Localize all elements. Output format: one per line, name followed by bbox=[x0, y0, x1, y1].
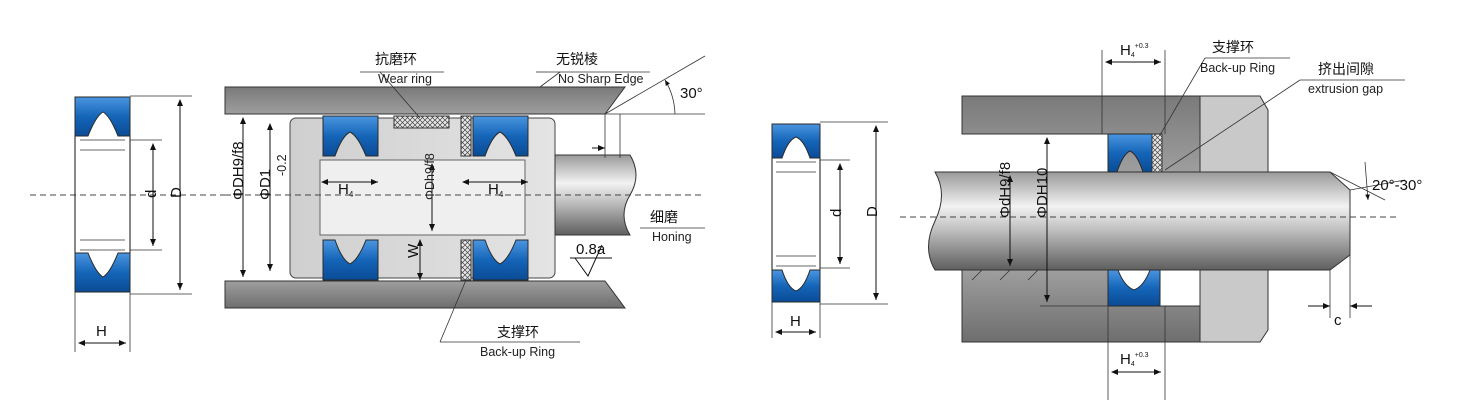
backup-ring-label-cn-1: 支撑环 bbox=[497, 325, 539, 341]
piston-seal-top-left bbox=[322, 115, 379, 157]
piston-Dh-label: ΦDh9/f8 bbox=[423, 153, 437, 200]
cylinder-wall-bottom bbox=[224, 280, 626, 309]
rod-dH-label: ΦdH9/f8 bbox=[997, 162, 1014, 218]
piston-seal-bottom-right bbox=[472, 239, 529, 281]
chamfer-30-label: 30° bbox=[680, 85, 703, 102]
right-seal-lip-top bbox=[771, 123, 821, 159]
piston-seal-top-right bbox=[472, 115, 529, 157]
right-H-label: H bbox=[790, 313, 801, 330]
left-H-label: H bbox=[96, 323, 107, 340]
wear-ring-label-en: Wear ring bbox=[378, 72, 432, 86]
rod-backup-ring bbox=[1151, 133, 1163, 173]
roughness-label: 0.8a bbox=[576, 241, 606, 258]
piston-seal-bottom-left bbox=[322, 239, 379, 281]
seal-lip-top bbox=[74, 96, 131, 137]
rod-assembly: ΦdH9/f8 ΦDH10 H4+0.3 H4+0.3 支撑环 Back-up … bbox=[900, 40, 1422, 400]
rod-c-label: c bbox=[1334, 312, 1342, 329]
backup-ring-bottom bbox=[460, 239, 472, 281]
left-seal-section: D d H bbox=[30, 95, 225, 352]
no-sharp-edge-label-cn: 无锐棱 bbox=[556, 52, 598, 68]
rod bbox=[928, 171, 1351, 271]
backup-ring-label-cn-2: 支撑环 bbox=[1212, 40, 1254, 56]
right-seal-section: d D H bbox=[771, 121, 888, 338]
piston-assembly: ΦDH9/f8 ΦD1 -0.2 ΦDh9/f8 H4 H4 W 抗磨环 Wea… bbox=[224, 52, 706, 359]
rod-DH10-label: ΦDH10 bbox=[1034, 168, 1051, 218]
piston-H4-left-label: H4 bbox=[338, 181, 354, 199]
gland-bottom bbox=[1199, 269, 1269, 343]
no-sharp-edge-label-en: No Sharp Edge bbox=[558, 72, 644, 86]
left-d-label: d bbox=[143, 190, 160, 198]
right-D-label: D bbox=[864, 206, 881, 217]
extrusion-gap-label-cn: 挤出间隙 bbox=[1318, 62, 1374, 78]
honing-label-cn: 细磨 bbox=[650, 210, 678, 226]
right-d-label: d bbox=[828, 209, 845, 217]
chamfer-angle-label: 20°-30° bbox=[1372, 177, 1422, 194]
backup-ring-top bbox=[460, 115, 472, 157]
gland-top bbox=[1199, 95, 1269, 173]
right-seal-lip-bottom bbox=[771, 269, 821, 303]
seal-lip-bottom bbox=[74, 252, 131, 293]
rod-H4-top-label: H4+0.3 bbox=[1120, 42, 1149, 59]
cylinder-wall-top bbox=[224, 86, 626, 115]
wear-ring bbox=[393, 115, 450, 129]
hatch-area bbox=[971, 269, 1039, 281]
piston-D1-label: ΦD1 bbox=[257, 169, 274, 200]
rod-seal-top bbox=[1107, 133, 1153, 173]
honing-label-en: Honing bbox=[652, 230, 692, 244]
extrusion-gap-label-en: extrusion gap bbox=[1308, 82, 1383, 96]
backup-ring-label-en-2: Back-up Ring bbox=[1200, 61, 1275, 75]
piston-DH-label: ΦDH9/f8 bbox=[230, 141, 247, 200]
piston-D1-tolerance: -0.2 bbox=[275, 154, 289, 176]
rod-seal-bottom bbox=[1107, 269, 1161, 307]
wear-ring-label-cn: 抗磨环 bbox=[375, 52, 417, 68]
rod-H4-bottom-label: H4+0.3 bbox=[1120, 351, 1149, 368]
piston-W-label: W bbox=[405, 243, 422, 258]
left-D-label: D bbox=[168, 187, 185, 198]
piston-H4-right-label: H4 bbox=[488, 181, 504, 199]
backup-ring-label-en-1: Back-up Ring bbox=[480, 345, 555, 359]
